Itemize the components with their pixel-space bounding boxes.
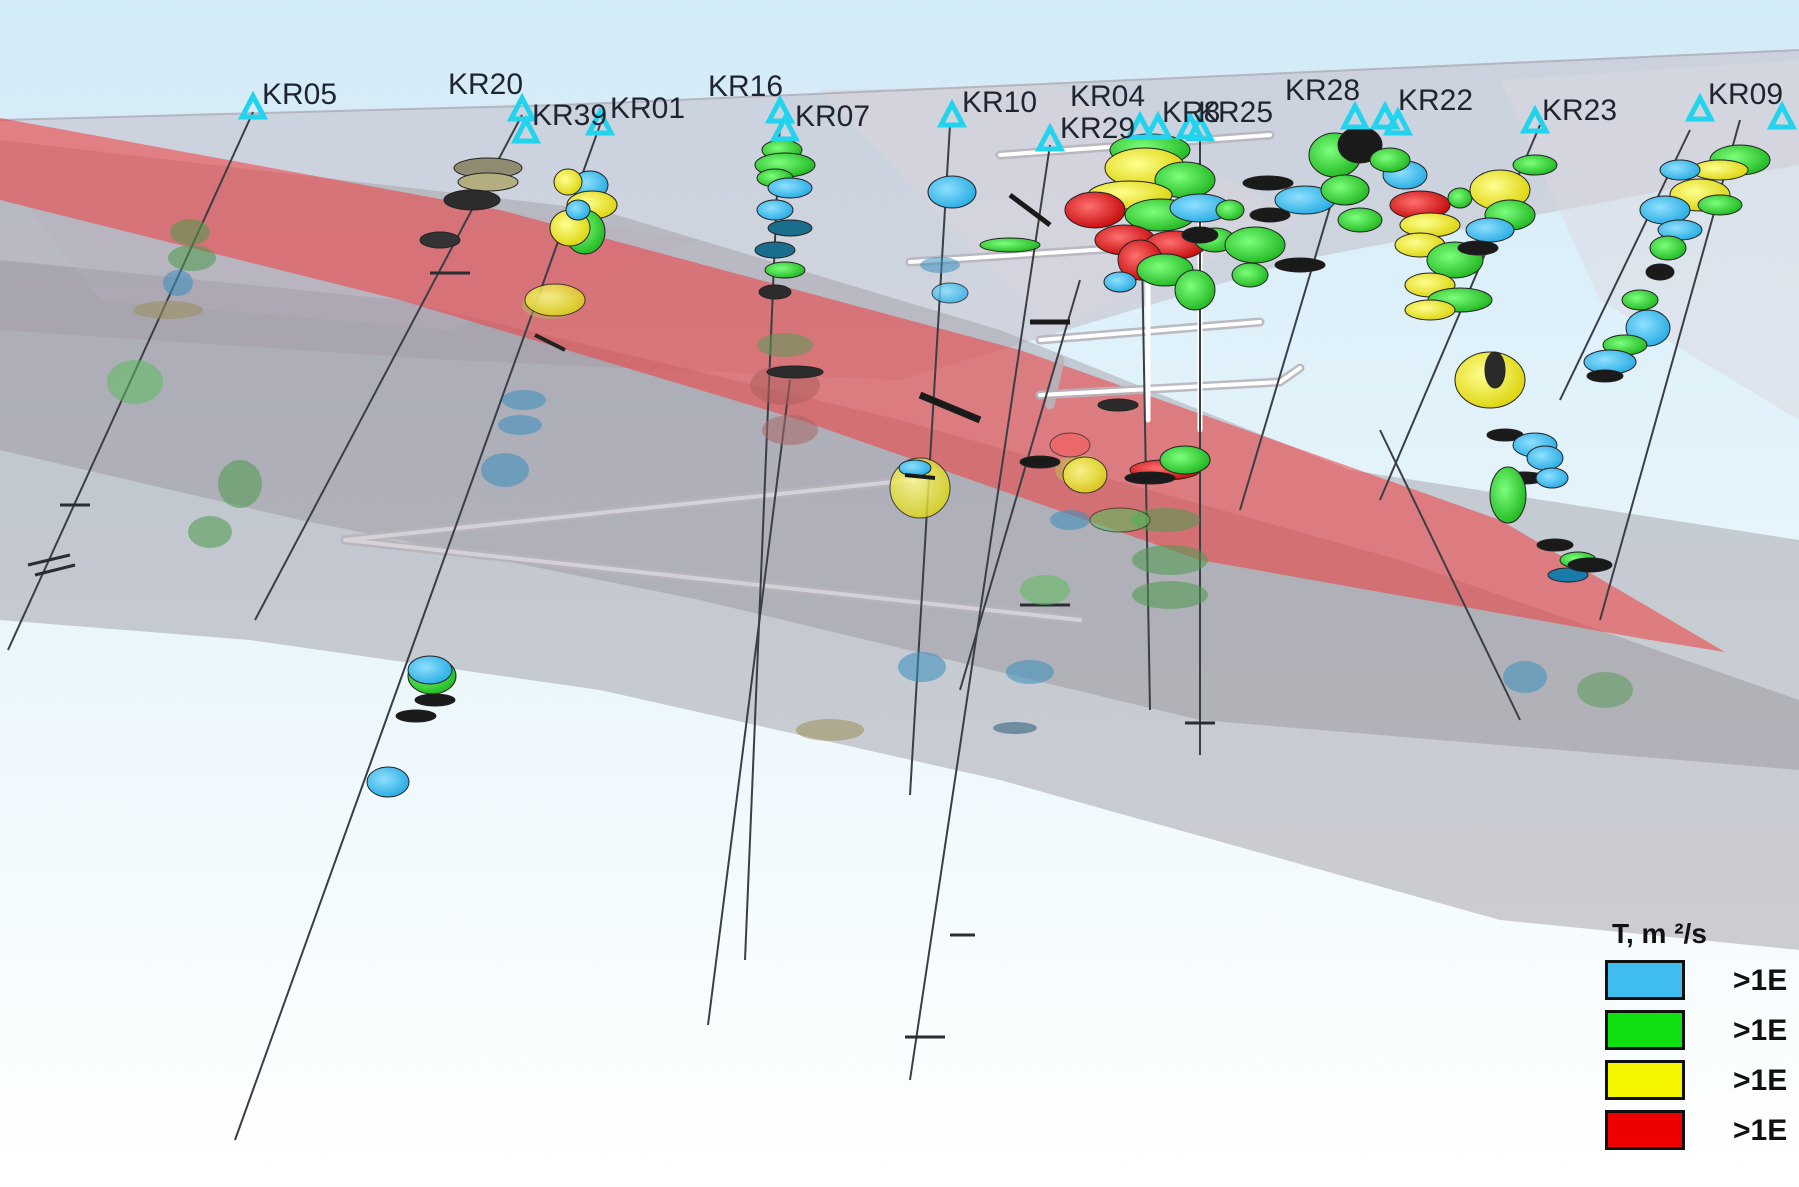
marker-kr07 — [769, 112, 801, 142]
marker-kr39 — [510, 114, 542, 144]
legend-item-green: >1E — [1605, 1010, 1799, 1054]
marker-kr05 — [237, 90, 269, 120]
marker-kr04a — [1124, 110, 1156, 140]
legend-item-blue: >1E — [1605, 960, 1799, 1004]
label-kr10: KR10 — [962, 86, 1037, 119]
label-kr39: KR39 — [532, 99, 607, 132]
label-kr8: KR8 — [1162, 96, 1220, 129]
hydraulic-features — [366, 126, 1771, 798]
label-kr20: KR20 — [448, 68, 523, 101]
legend-swatch-blue — [1605, 960, 1685, 1000]
marker-kr20 — [506, 92, 538, 122]
marker-kr10 — [936, 98, 968, 128]
marker-kr25 — [1184, 112, 1216, 142]
label-kr09: KR09 — [1708, 78, 1783, 111]
marker-kr-edge — [1766, 100, 1798, 130]
legend-title: T, m ²/s — [1612, 918, 1707, 949]
label-kr29: KR29 — [1060, 112, 1135, 145]
legend-label-blue: >1E — [1733, 964, 1788, 997]
legend: T, m ²/s >1E >1E >1E >1E — [1598, 918, 1799, 1158]
fault-plane — [0, 118, 1725, 652]
label-kr23: KR23 — [1542, 94, 1617, 127]
label-kr05: KR05 — [262, 78, 337, 111]
marker-kr04b — [1142, 110, 1174, 140]
marker-kr23 — [1519, 104, 1551, 134]
marker-kr09 — [1684, 92, 1716, 122]
legend-item-yellow: >1E — [1605, 1060, 1799, 1104]
label-kr01: KR01 — [610, 92, 685, 125]
label-kr25: KR25 — [1198, 96, 1273, 129]
label-kr16: KR16 — [708, 70, 783, 103]
marker-kr22a — [1369, 100, 1401, 130]
label-kr22: KR22 — [1398, 84, 1473, 117]
legend-item-red: >1E — [1605, 1110, 1799, 1154]
label-kr04: KR04 — [1070, 80, 1145, 113]
borehole-head-markers — [237, 90, 1798, 152]
marker-kr01 — [584, 106, 616, 136]
label-kr28: KR28 — [1285, 74, 1360, 107]
legend-swatch-red — [1605, 1110, 1685, 1150]
marker-kr29 — [1034, 122, 1066, 152]
legend-label-yellow: >1E — [1733, 1064, 1788, 1097]
legend-label-green: >1E — [1733, 1014, 1788, 1047]
borehole-labels: KR05 KR20 KR39 KR01 KR16 KR07 KR10 KR04 … — [262, 68, 1783, 145]
label-kr07: KR07 — [795, 100, 870, 133]
marker-kr28 — [1339, 100, 1371, 130]
legend-swatch-yellow — [1605, 1060, 1685, 1100]
marker-kr22b — [1382, 106, 1414, 136]
marker-kr16 — [764, 94, 796, 124]
legend-swatch-green — [1605, 1010, 1685, 1050]
legend-label-red: >1E — [1733, 1114, 1788, 1147]
